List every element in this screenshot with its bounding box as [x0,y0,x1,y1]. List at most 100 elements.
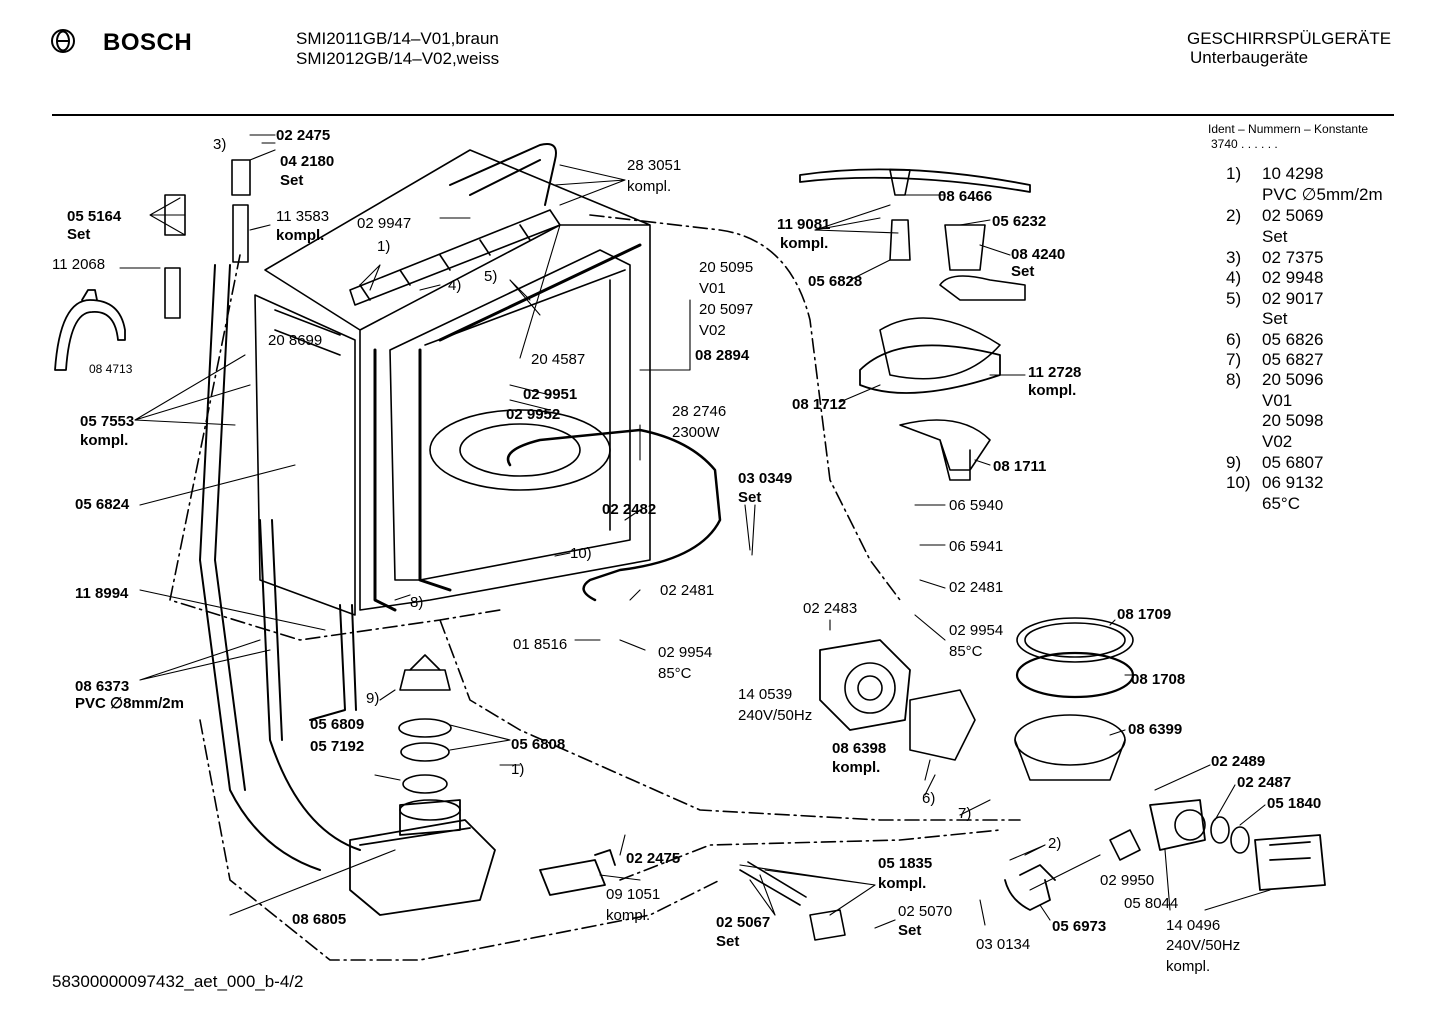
sump-top [399,799,461,821]
part-label: 05 6809 [310,716,365,733]
part-label: 85°C [949,643,983,660]
valve-stem [739,861,807,906]
filter-basket [899,419,991,481]
part-label: 240V/50Hz [1166,937,1241,954]
part-label: kompl. [80,432,129,449]
part-label: Set [738,489,762,506]
part-label: 08 1708 [1131,671,1186,688]
part-label: 05 6232 [992,213,1047,230]
bracket-084713 [54,289,126,371]
spray-arm-nozzle [889,219,911,261]
part-label: 02 2489 [1211,753,1266,770]
part-label: kompl. [1166,958,1211,975]
drain-pump-housing [1149,799,1206,851]
part-label: kompl. [878,875,927,892]
ident-title: Ident – Nummern – Konstante [1208,122,1369,136]
legend-item: 65°C [1262,494,1300,513]
part-label: 02 5067 [716,914,771,931]
callout-label: 3) [213,136,227,153]
pump-rotor [844,662,896,714]
part-label: 02 9954 [949,622,1004,639]
part-label: 28 3051 [627,157,682,174]
part-label: PVC ∅8mm/2m [75,695,184,712]
drain-hose [309,604,357,721]
part-label: 02 9950 [1100,872,1155,889]
legend-item: 1)10 4298 [1226,164,1324,183]
part-label: 05 5164 [67,208,122,225]
legend-item: V02 [1262,432,1293,451]
bosch-logo [50,28,76,59]
filter-ring-081708 [1015,651,1135,699]
level-sensor [809,909,846,941]
top-pipe [449,143,557,206]
legend-item: Set [1262,309,1288,328]
part-label: 03 0134 [976,936,1031,953]
part-label: kompl. [606,907,651,924]
filter-ring-081709 [1016,617,1134,663]
cabinet-outline [169,214,1021,961]
part-label: 02 2482 [602,501,657,518]
legend-item: V01 [1262,391,1293,410]
bosch-armature-icon [51,29,75,53]
part-label: 11 2728 [1028,364,1082,381]
category-subtitle: Unterbaugeräte [1190,48,1309,67]
part-label: 2300W [672,424,720,441]
part-label: 02 9954 [658,644,713,661]
callout-label: 5) [484,268,498,285]
callout-label: 8) [410,594,424,611]
seal-ring-a [400,742,450,762]
part-label: 02 5070 [898,903,953,920]
hose-connector [1109,829,1141,861]
part-label: 14 0539 [738,686,793,703]
document-code: 58300000097432_aet_000_b-4/2 [52,972,304,991]
part-label: 14 0496 [1166,917,1221,934]
part-label: 11 3583 [276,208,330,225]
callout-label: 9) [366,690,380,707]
part-label: 02 2475 [276,127,331,144]
part-label: Set [898,922,922,939]
callout-label: 10) [570,545,592,562]
part-label: 08 4240 [1011,246,1066,263]
legend-item: 9)05 6807 [1226,453,1324,472]
part-label: 08 6466 [938,188,993,205]
legend-item: 10)06 9132 [1226,473,1324,492]
part-label: kompl. [276,227,325,244]
part-label: 08 1711 [993,458,1047,475]
model-line-1: SMI2011GB/14–V01,braun [296,29,499,48]
part-label: 05 6973 [1052,918,1107,935]
part-label: Set [716,933,740,950]
callout-label: 4) [448,277,462,294]
filter-holder [939,275,1026,301]
tub-front-panel [254,294,356,616]
part-label: 08 4713 [89,362,133,376]
filter-ring-081709-inner [1024,622,1126,658]
part-label: kompl. [780,235,829,252]
part-label: 20 4587 [531,351,586,368]
part-label: 20 8699 [268,332,323,349]
lower-spray-arm [859,344,1001,394]
sump-body [349,799,496,916]
part-label: 02 9952 [506,406,561,423]
legend-item: 4)02 9948 [1226,268,1324,287]
legend-item: Set [1262,227,1288,246]
part-label: 08 6399 [1128,721,1183,738]
brand-name: BOSCH [103,29,193,56]
spray-arm-hub [889,169,911,196]
part-label: 08 6805 [292,911,347,928]
part-label: 02 9947 [357,215,412,232]
part-label: 05 6824 [75,496,130,513]
circulation-pump [819,639,911,731]
part-label: 09 1051 [606,886,661,903]
tube-112068 [164,267,181,319]
part-label: 06 5941 [949,538,1004,555]
legend-item: 20 5098 [1262,411,1324,430]
legend-item: 7)05 6827 [1226,350,1324,369]
part-label: 05 7192 [310,738,365,755]
part-label: 05 7553 [80,413,135,430]
drain-pump-motor [1254,834,1326,891]
drain-seal-a [1210,816,1230,844]
part-label: 05 6828 [808,273,863,290]
callout-label: 1) [511,761,525,778]
part-label: kompl. [832,759,881,776]
